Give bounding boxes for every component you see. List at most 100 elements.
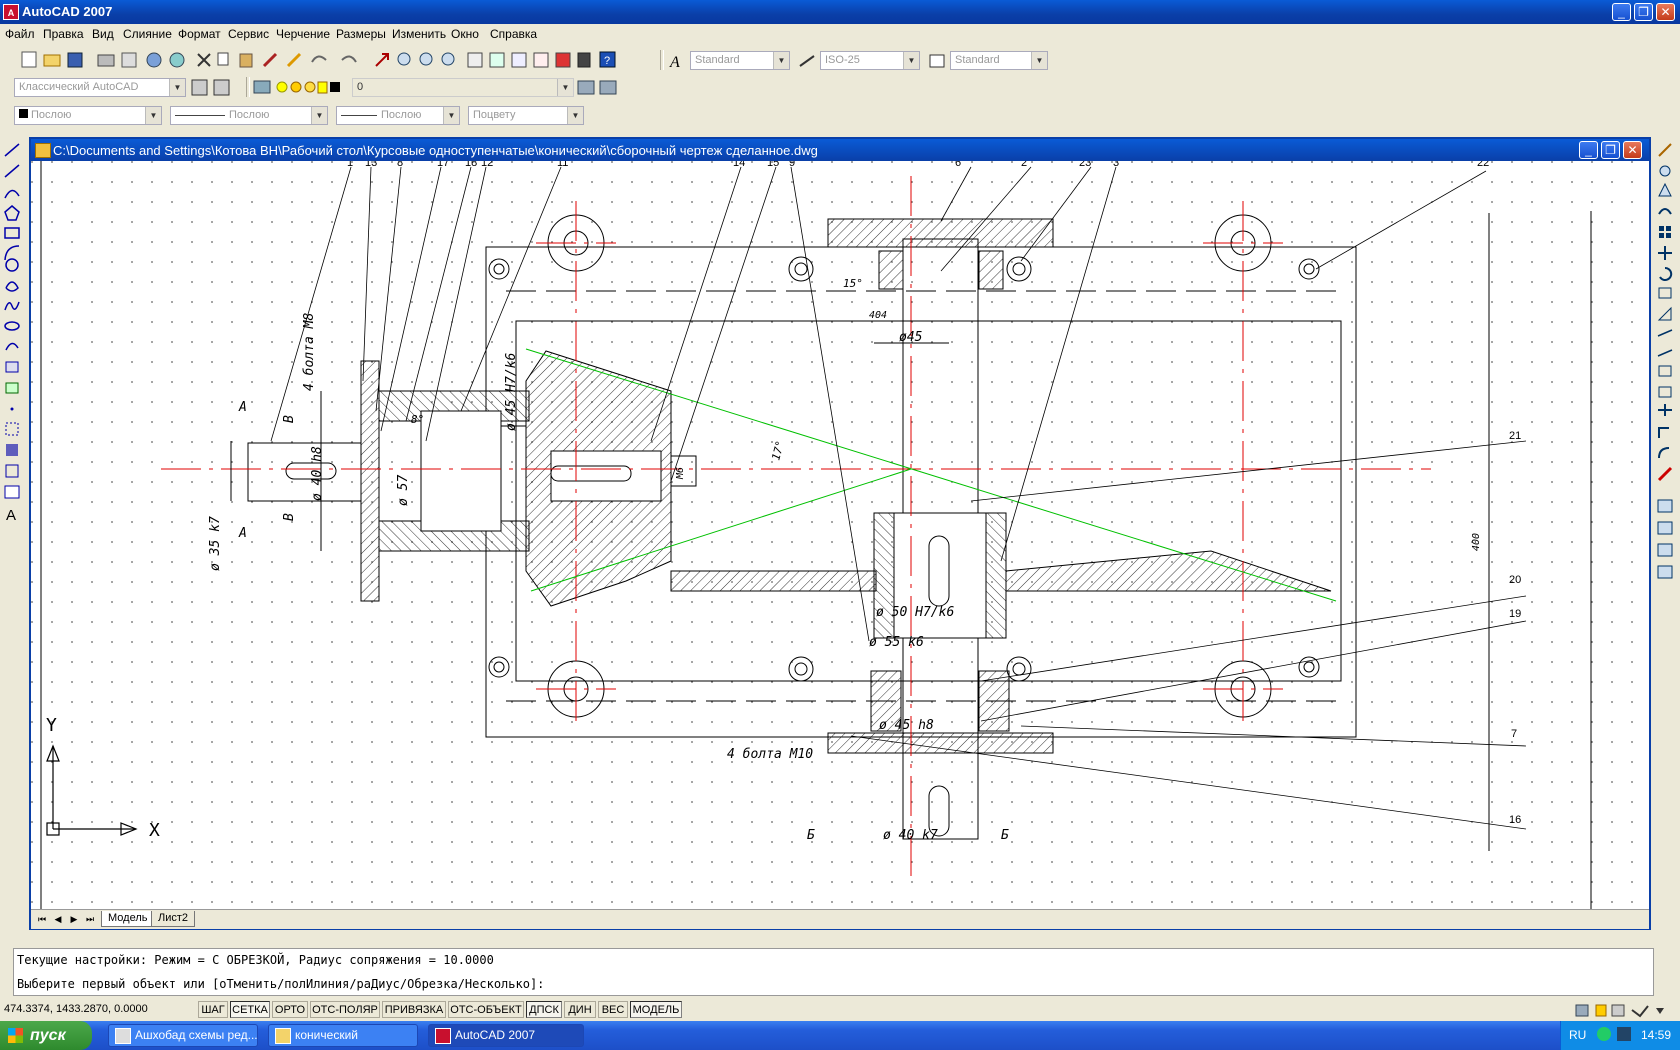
close-button[interactable]: ✕ <box>1656 3 1675 21</box>
taskbar-item-folder[interactable]: конический <box>268 1024 418 1047</box>
design-center-icon[interactable] <box>489 52 505 68</box>
start-button[interactable]: пуск <box>0 1021 92 1050</box>
scale-icon[interactable] <box>1658 287 1672 299</box>
spline-icon[interactable] <box>4 301 20 311</box>
break-icon[interactable] <box>1658 365 1672 377</box>
last-tab-icon[interactable]: ⏭ <box>85 914 95 924</box>
mtext-icon[interactable]: A <box>6 507 16 524</box>
polyline-icon[interactable] <box>4 189 20 199</box>
table-style-icon[interactable] <box>928 52 948 70</box>
zoom-realtime-icon[interactable] <box>397 52 411 66</box>
clean-screen-icon[interactable] <box>1631 1005 1649 1018</box>
menu-view[interactable]: Вид <box>92 27 114 41</box>
undo-icon[interactable] <box>311 55 327 63</box>
drawing-minimize-button[interactable]: _ <box>1579 141 1598 159</box>
construction-line-icon[interactable] <box>4 164 20 178</box>
erase-icon[interactable] <box>1658 143 1672 157</box>
tab-layout2[interactable]: Лист2 <box>151 911 196 927</box>
arc-icon[interactable] <box>4 245 20 261</box>
make-current-icon[interactable] <box>577 80 595 95</box>
chamfer-icon[interactable] <box>1658 427 1669 438</box>
publish-icon[interactable] <box>146 52 162 68</box>
ellipse-icon[interactable] <box>4 321 20 331</box>
new-icon[interactable] <box>21 51 37 68</box>
linetype-select[interactable]: Послою▼ <box>170 106 328 125</box>
status-dyn-button[interactable]: ДИН <box>564 1001 596 1018</box>
taskbar-item-autocad[interactable]: AutoCAD 2007 <box>428 1024 584 1047</box>
menu-help[interactable]: Справка <box>490 27 538 41</box>
status-polar-button[interactable]: ОТС-ПОЛЯР <box>310 1001 380 1018</box>
point-icon[interactable] <box>10 407 14 411</box>
gradient-icon[interactable] <box>6 444 18 456</box>
menu-draw[interactable]: Черчение <box>276 27 331 41</box>
revision-cloud-icon[interactable] <box>5 281 19 292</box>
status-menu-chevron-icon[interactable] <box>1656 1008 1664 1014</box>
join-icon[interactable] <box>1658 404 1672 416</box>
menu-merge[interactable]: Слияние <box>123 27 172 41</box>
drawing-close-button[interactable]: ✕ <box>1623 141 1642 159</box>
menu-file[interactable]: Файл <box>5 27 35 41</box>
rotate-icon[interactable] <box>1659 266 1673 281</box>
rectangle-icon[interactable] <box>4 227 20 239</box>
text-style-icon[interactable]: A <box>668 52 688 70</box>
drawing-canvas[interactable]: 1 13 8 17 18 12 11 14 15 9 6 2 23 3 22 2… <box>31 161 1649 909</box>
status-ortho-button[interactable]: ОРТО <box>272 1001 308 1018</box>
fillet-icon[interactable] <box>1658 447 1670 459</box>
table-icon[interactable] <box>4 485 20 499</box>
table-style-select[interactable]: Standard▼ <box>950 51 1048 70</box>
menu-tools[interactable]: Сервис <box>228 27 270 41</box>
draworder-under-icon[interactable] <box>1657 565 1673 579</box>
menu-modify[interactable]: Изменить <box>392 27 447 41</box>
circle-icon[interactable] <box>5 258 19 272</box>
lock-icon[interactable] <box>1595 1004 1607 1017</box>
coordinate-readout[interactable]: 474.3374, 1433.2870, 0.0000 <box>4 1003 148 1015</box>
workspace-save-icon[interactable] <box>213 79 230 96</box>
status-ducs-button[interactable]: ДПСК <box>526 1001 562 1018</box>
plot-icon[interactable] <box>97 54 115 67</box>
status-osnap-button[interactable]: ПРИВЯЗКА <box>382 1001 446 1018</box>
draworder-back-icon[interactable] <box>1657 521 1673 535</box>
color-select[interactable]: Послою▼ <box>14 106 162 125</box>
status-model-button[interactable]: МОДЕЛЬ <box>630 1001 682 1018</box>
menu-window[interactable]: Окно <box>451 27 479 41</box>
insert-block-icon[interactable] <box>5 361 19 373</box>
zoom-previous-icon[interactable] <box>441 52 455 66</box>
tab-model[interactable]: Модель <box>101 911 155 927</box>
status-lwt-button[interactable]: ВЕС <box>598 1001 628 1018</box>
redo-icon[interactable] <box>341 55 357 63</box>
command-line[interactable]: Текущие настройки: Режим = С ОБРЕЗКОЙ, Р… <box>13 948 1654 996</box>
extend-icon[interactable] <box>1657 349 1673 357</box>
menu-format[interactable]: Формат <box>178 27 221 41</box>
comm-center-icon[interactable] <box>1575 1004 1589 1017</box>
plot-preview-icon[interactable] <box>121 52 137 68</box>
copy-object-icon[interactable] <box>1659 165 1671 177</box>
next-tab-icon[interactable]: ▶ <box>70 914 78 924</box>
workspace-settings-icon[interactable] <box>191 79 208 96</box>
copy-icon[interactable] <box>217 52 229 66</box>
hatch-icon[interactable] <box>5 422 19 436</box>
draworder-front-icon[interactable] <box>1657 499 1673 513</box>
block-editor-icon[interactable] <box>286 52 302 68</box>
volume-icon[interactable] <box>1617 1027 1631 1041</box>
paste-icon[interactable] <box>239 53 253 68</box>
dim-style-select[interactable]: ISO-25▼ <box>820 51 920 70</box>
layer-lock-icon[interactable] <box>317 81 328 94</box>
tool-palettes-icon[interactable] <box>511 52 527 68</box>
draworder-above-icon[interactable] <box>1657 543 1673 557</box>
network-icon[interactable] <box>1597 1027 1611 1041</box>
explode-icon[interactable] <box>1657 466 1673 482</box>
region-icon[interactable] <box>5 464 19 478</box>
save-icon[interactable] <box>67 52 83 68</box>
text-style-select[interactable]: Standard▼ <box>690 51 790 70</box>
layer-thaw-icon[interactable] <box>290 81 302 93</box>
mirror-icon[interactable] <box>1658 182 1672 197</box>
move-icon[interactable] <box>1658 246 1672 260</box>
prev-tab-icon[interactable]: ◀ <box>54 914 62 924</box>
language-indicator[interactable]: RU <box>1569 1028 1587 1042</box>
first-tab-icon[interactable]: ⏮ <box>37 914 47 924</box>
line-icon[interactable] <box>4 143 20 157</box>
workspace-select[interactable]: Классический AutoCAD▼ <box>14 78 186 97</box>
layer-on-icon[interactable] <box>276 81 288 93</box>
command-prompt[interactable]: Выберите первый объект или [оТменить/пол… <box>17 977 545 991</box>
dim-style-icon[interactable] <box>798 52 818 70</box>
